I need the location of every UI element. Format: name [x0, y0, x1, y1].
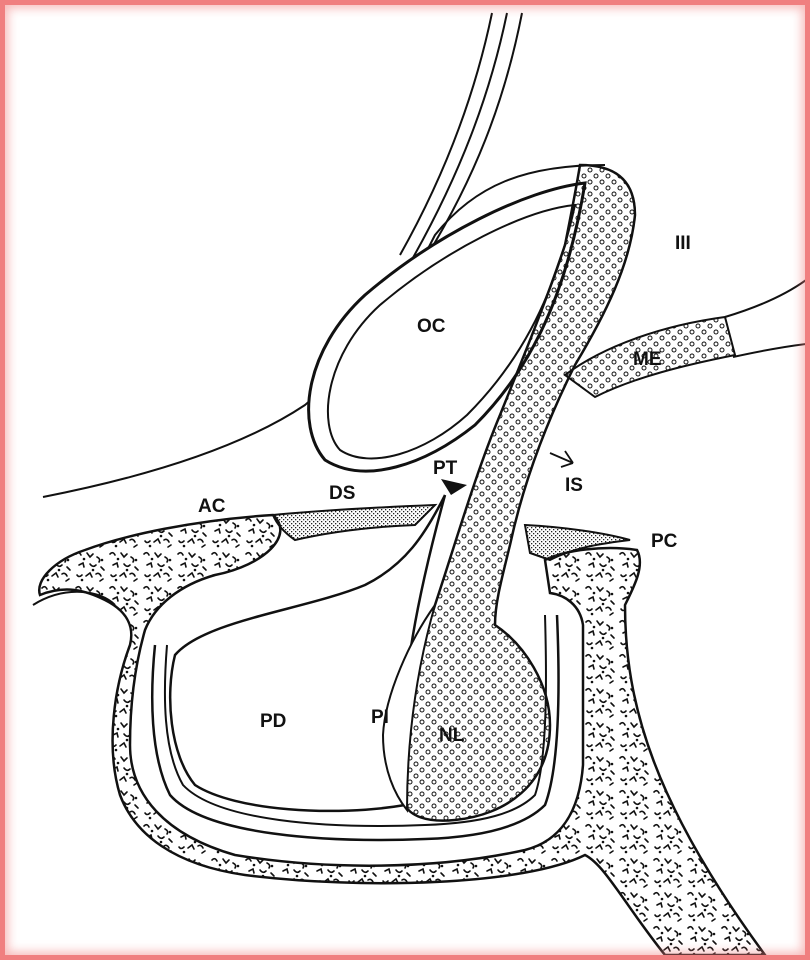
brain-right-line-upper — [725, 273, 810, 317]
label-pc: PC — [651, 531, 678, 552]
label-ac: AC — [198, 496, 226, 517]
infundibular-stem-arrow — [550, 451, 573, 467]
label-iii: III — [675, 233, 691, 254]
brain-right-line-lower — [733, 343, 810, 357]
label-oc: OC — [417, 316, 446, 337]
label-me: ME — [633, 349, 662, 370]
label-pd: PD — [260, 711, 286, 732]
label-is: IS — [565, 475, 583, 496]
label-nl: NL — [439, 725, 465, 746]
label-ds: DS — [329, 483, 355, 504]
diaphragma-sellae-left — [273, 505, 435, 540]
label-pt: PT — [433, 458, 458, 479]
label-pi: PI — [371, 707, 389, 728]
pars-tuberalis-arrow — [441, 479, 467, 495]
pituitary-diagram: OC III ME PT IS AC DS PC PD PI NL — [5, 5, 810, 960]
